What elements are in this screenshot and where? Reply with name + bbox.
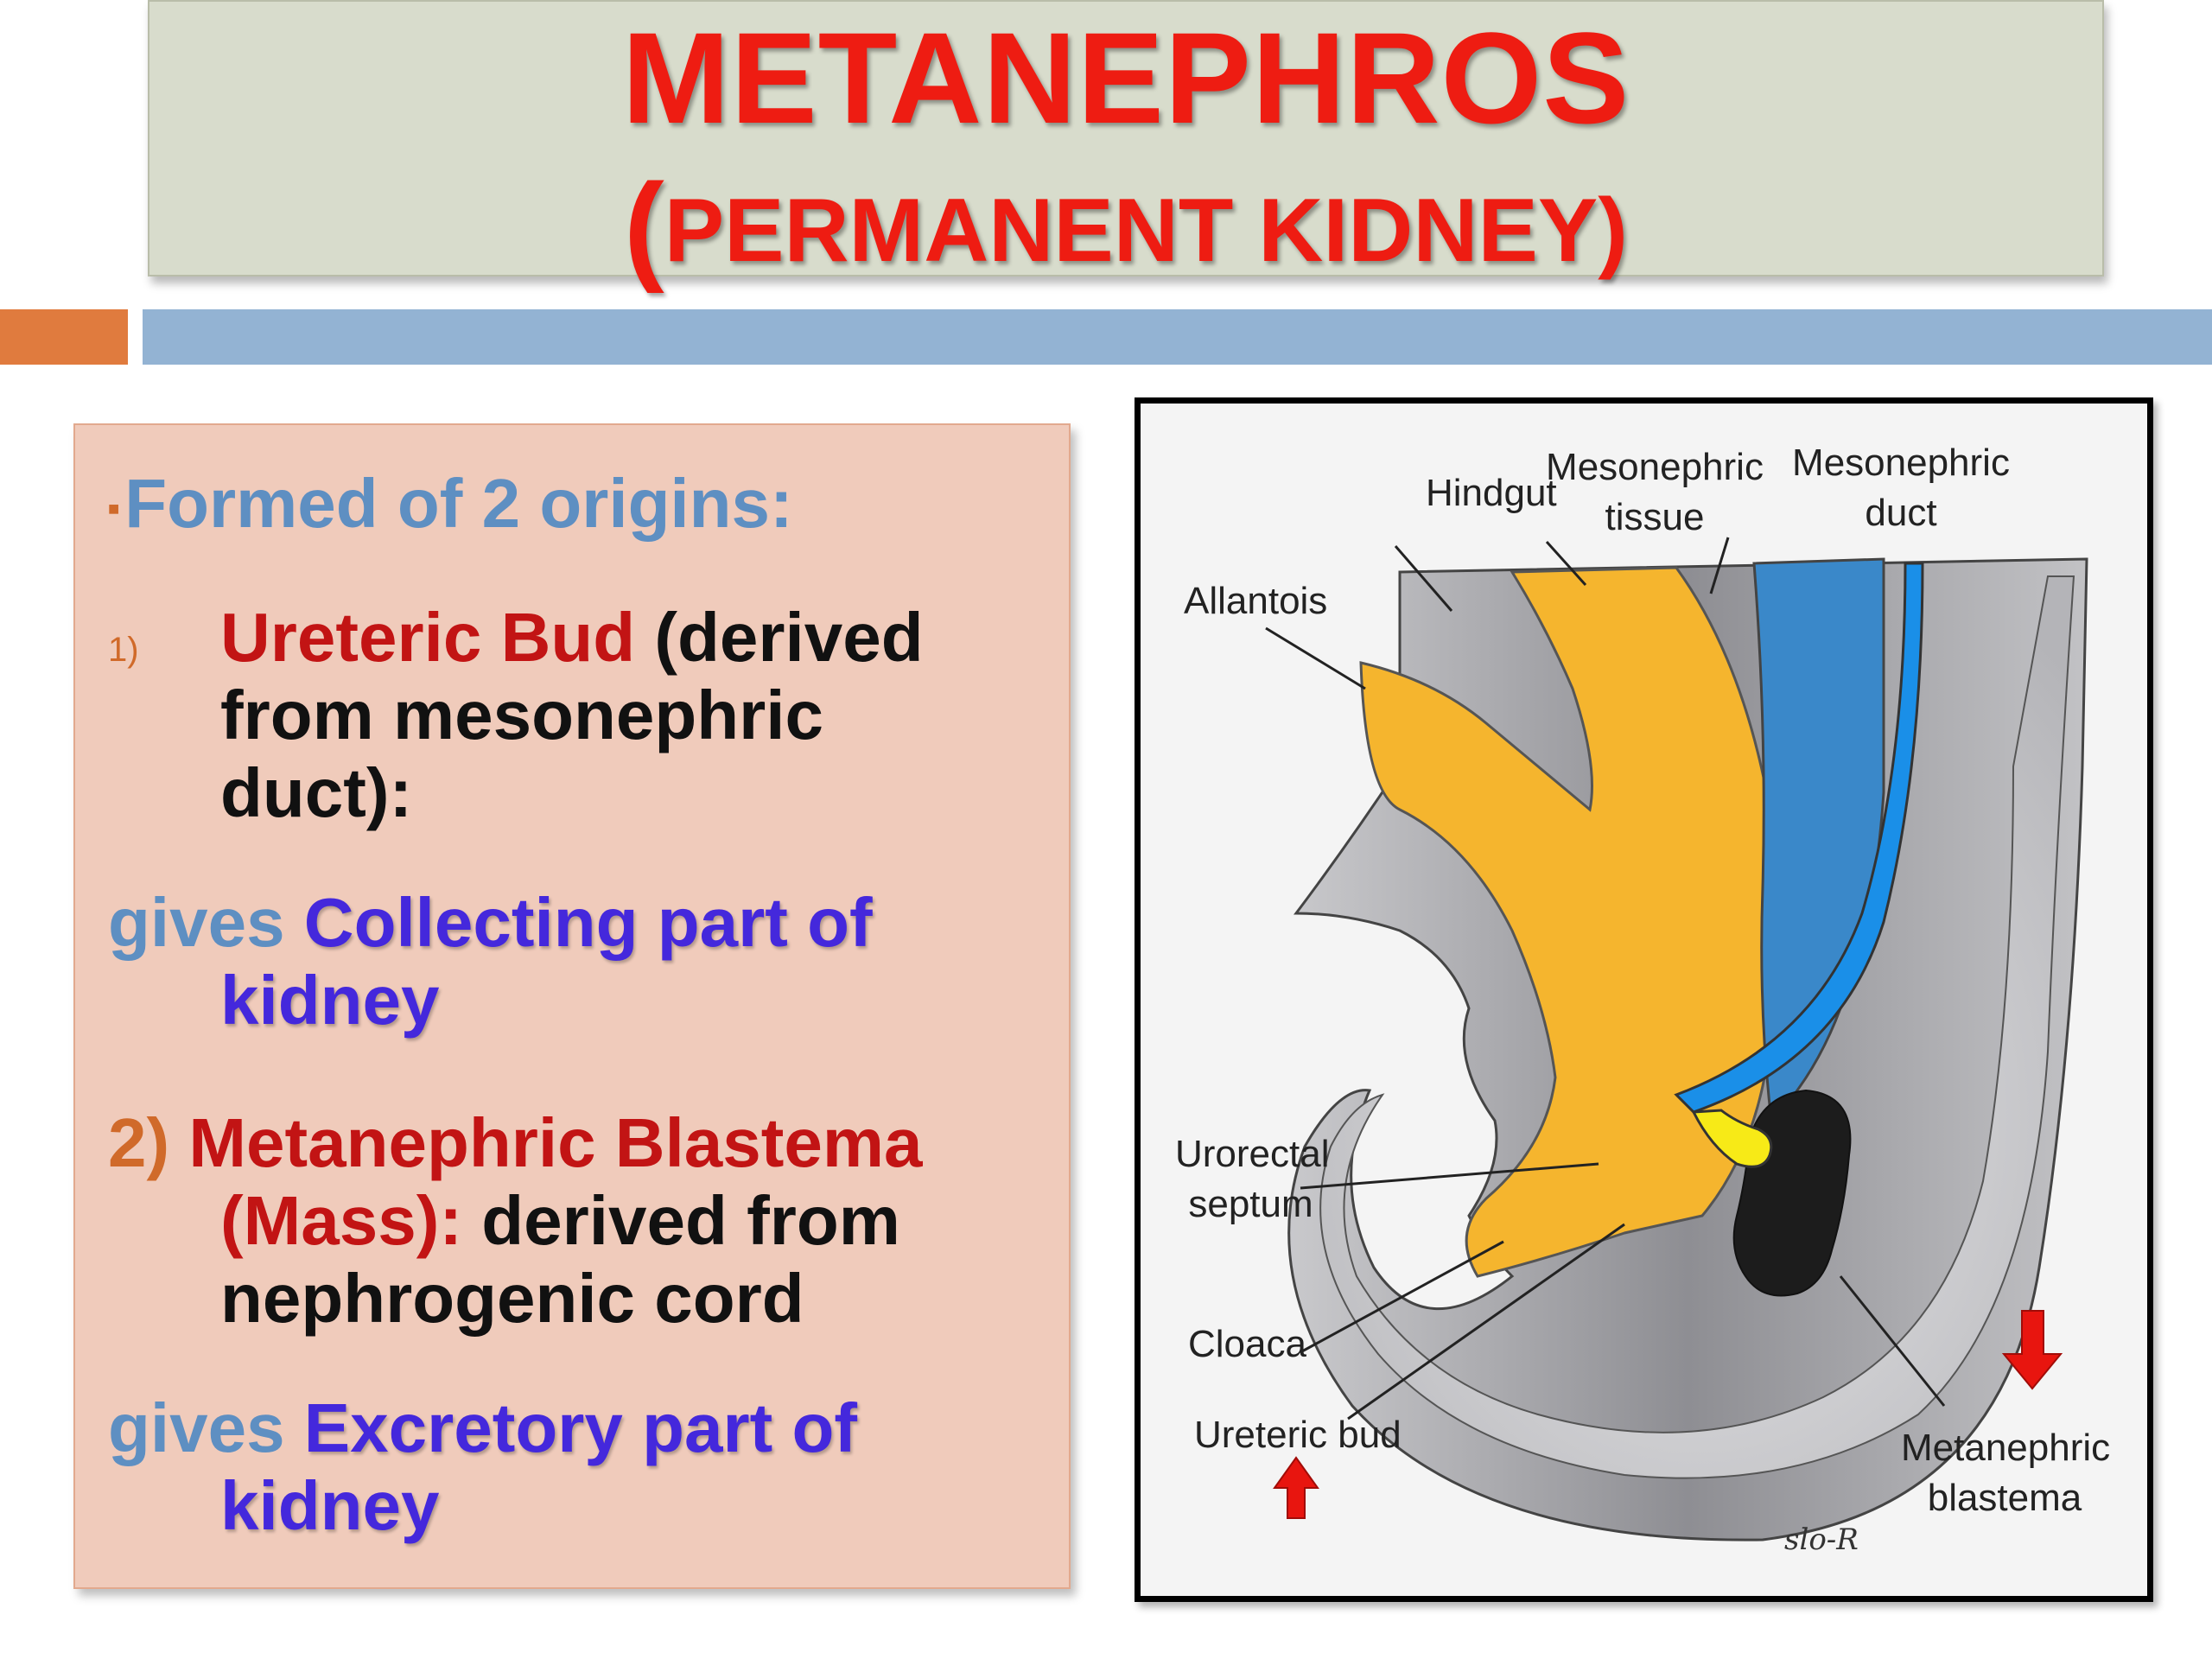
up-arrow-ureteric-bud bbox=[1273, 1456, 1319, 1519]
leader-mesonephric-tissue bbox=[1545, 540, 1587, 587]
label-mesonephric-tissue-1: Mesonephric bbox=[1546, 446, 1764, 488]
leader-blastema bbox=[1839, 1275, 1946, 1407]
gives2-word: gives bbox=[108, 1389, 304, 1466]
gives1-word: gives bbox=[108, 884, 304, 961]
gives2-line2: kidney bbox=[220, 1467, 440, 1544]
label-cloaca: Cloaca bbox=[1188, 1323, 1306, 1365]
embryo-diagram: Hindgut Mesonephric tissue Mesonephric d… bbox=[1135, 397, 2153, 1602]
gives1-highlight: Collecting bbox=[303, 884, 639, 961]
title-banner: METANEPHROS (PERMANENT KIDNEY) bbox=[148, 0, 2104, 287]
item2-line2: (Mass): derived from bbox=[220, 1181, 900, 1261]
gives2-line1: gives Excretory part of bbox=[108, 1389, 857, 1468]
accent-bar-orange bbox=[0, 309, 128, 365]
gives1-line2: kidney bbox=[220, 962, 440, 1039]
label-mesonephric-duct: Mesonephric duct bbox=[1789, 438, 2013, 538]
label-urorectal-septum: Urorectal septum bbox=[1175, 1129, 1330, 1230]
label-metanephric-2: blastema bbox=[1927, 1477, 2082, 1519]
heading-line: ■Formed of 2 origins: bbox=[108, 464, 793, 549]
gives1-line1: gives Collecting part of bbox=[108, 883, 873, 963]
item1-line3: duct): bbox=[220, 754, 413, 831]
leader-cloaca bbox=[1300, 1240, 1504, 1354]
leader-allantois bbox=[1265, 626, 1366, 690]
label-metanephric-1: Metanephric bbox=[1901, 1427, 2111, 1469]
square-bullet-icon: ■ bbox=[108, 497, 120, 519]
artist-signature: slo-R bbox=[1784, 1522, 1859, 1557]
subtitle-text: PERMANENT KIDNEY bbox=[664, 181, 1599, 281]
up-arrow-icon bbox=[1273, 1456, 1319, 1519]
slide-title: METANEPHROS bbox=[621, 5, 1630, 150]
content-text-box: ■Formed of 2 origins: 1) Ureteric Bud (de… bbox=[73, 423, 1071, 1589]
label-allantois: Allantois bbox=[1184, 580, 1328, 622]
subtitle-open-paren: ( bbox=[624, 158, 664, 294]
leader-mesonephric-duct bbox=[1709, 537, 1730, 594]
label-metanephric-blastema: Metanephric blastema bbox=[1901, 1423, 2111, 1523]
label-ureteric-bud: Ureteric bud bbox=[1194, 1414, 1402, 1456]
leader-ureteric-bud bbox=[1347, 1223, 1625, 1421]
item2-term2: (Mass): bbox=[220, 1182, 463, 1259]
label-mesonephric-duct-1: Mesonephric bbox=[1792, 442, 2010, 484]
leader-urorectal bbox=[1300, 1162, 1599, 1190]
item1-rest: (derived bbox=[635, 599, 924, 676]
leader-hindgut bbox=[1394, 545, 1453, 612]
label-hindgut: Hindgut bbox=[1426, 472, 1557, 514]
gives2-highlight: Excretory bbox=[303, 1389, 623, 1466]
label-mesonephric-duct-2: duct bbox=[1865, 492, 1937, 534]
label-mesonephric-tissue-2: tissue bbox=[1605, 496, 1705, 538]
gives2-rest: part of bbox=[622, 1389, 857, 1466]
label-urorectal-1: Urorectal bbox=[1175, 1133, 1330, 1175]
item2-number: 2) bbox=[108, 1104, 189, 1181]
gives1-rest: part of bbox=[638, 884, 873, 961]
down-arrow-metanephric-blastema bbox=[2001, 1310, 2063, 1390]
leader-lines bbox=[1265, 537, 1946, 1421]
item2-term: Metanephric Blastema bbox=[188, 1104, 923, 1181]
item2-line3: nephrogenic cord bbox=[220, 1260, 804, 1337]
inner-cavity-shape bbox=[1319, 575, 2075, 1479]
item1-line1: 1) Ureteric Bud (derived bbox=[108, 598, 924, 690]
slide-subtitle: (PERMANENT KIDNEY) bbox=[149, 166, 2102, 287]
label-mesonephric-tissue: Mesonephric tissue bbox=[1542, 442, 1767, 543]
diagram-illustration bbox=[1265, 537, 2088, 1541]
ureteric-bud-shape bbox=[1691, 1109, 1773, 1168]
item1-term: Ureteric Bud bbox=[220, 599, 636, 676]
subtitle-close-paren: ) bbox=[1598, 181, 1628, 281]
accent-bar-blue bbox=[143, 309, 2212, 365]
item2-rest: derived from bbox=[462, 1182, 900, 1259]
item2-line1: 2) Metanephric Blastema bbox=[108, 1103, 923, 1183]
label-urorectal-2: septum bbox=[1188, 1183, 1313, 1225]
heading-text: Formed of 2 origins: bbox=[124, 465, 793, 542]
item1-line2: from mesonephric bbox=[220, 677, 823, 753]
item1-number: 1) bbox=[108, 631, 139, 669]
blue-tissue-shape bbox=[1752, 557, 1885, 1124]
down-arrow-icon bbox=[2001, 1310, 2063, 1390]
